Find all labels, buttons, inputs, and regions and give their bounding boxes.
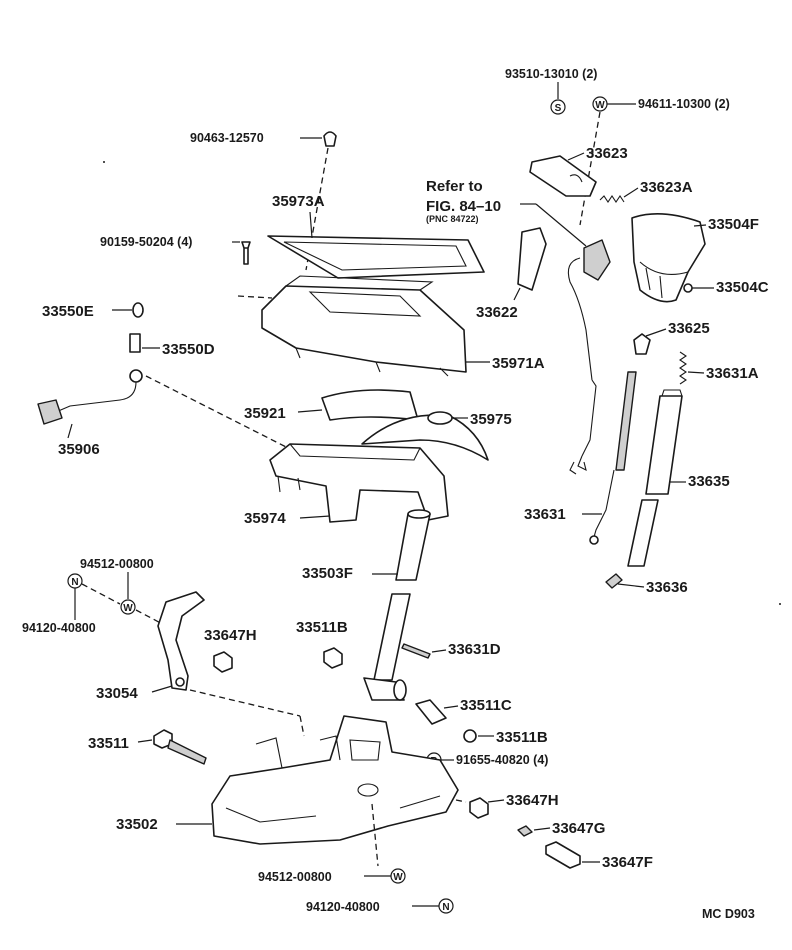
label-94120-40800-left: 94120-40800 [22,621,96,635]
pin-33647F-part [545,841,581,869]
pin-33631D-part [401,643,431,659]
bulb-33550E-part [132,302,144,318]
screw-90159-part [241,241,251,265]
label-90159-50204: 90159-50204 (4) [100,235,192,249]
washer-33647G-part [517,825,533,837]
svg-text:N: N [71,577,78,588]
label-33550E: 33550E [42,303,94,320]
label-94611-10300: 94611-10300 (2) [638,97,730,111]
pin-33636-part [605,573,623,589]
label-33631: 33631 [524,506,566,523]
label-33647F: 33647F [602,854,653,871]
lower-sleeve-part [627,499,659,567]
base-33502-part [211,715,459,845]
svg-text:W: W [595,100,605,111]
label-33504C: 33504C [716,279,769,296]
socket-33550D-part [129,333,141,353]
label-93510-13010: 93510-13010 (2) [505,67,597,81]
bracket-33054-part [157,591,205,691]
label-33504F: 33504F [708,216,759,233]
label-33625: 33625 [668,320,710,337]
label-33623: 33623 [586,145,628,162]
w-symbol-icon-left: W [120,599,136,615]
label-35971A: 35971A [492,355,545,372]
label-33631D: 33631D [448,641,501,658]
label-35975: 35975 [470,411,512,428]
label-35906: 35906 [58,441,100,458]
n-symbol-icon-left: N [67,573,83,589]
shift-knob-part [631,213,706,303]
label-33511B-top: 33511B [296,619,348,636]
sleeve-33635-part [645,395,683,495]
diagram-code: MC D903 [702,907,755,921]
svg-text:N: N [442,902,449,913]
label-33502: 33502 [116,816,158,833]
svg-text:S: S [555,103,562,114]
bushing-33511B-top-part [323,647,343,669]
label-33647H-top: 33647H [204,627,257,644]
bushing-33647H-top-part [213,651,233,673]
bushing-33511B-bottom-part [463,729,477,743]
reference-line1: Refer to [426,178,483,195]
label-33511: 33511 [88,735,129,752]
label-33622: 33622 [476,304,518,321]
lever-33503F-part [395,513,431,581]
push-rod-part [615,371,637,471]
label-33636: 33636 [646,579,688,596]
label-33054: 33054 [96,685,138,702]
label-94512-00800-bottom: 94512-00800 [258,870,332,884]
label-33635: 33635 [688,473,730,490]
svg-text:W: W [123,603,133,614]
n-symbol-icon-bottom: N [438,898,454,914]
harness-35906-part [129,369,143,383]
reference-line3: (PNC 84722) [426,214,479,224]
label-33511C: 33511C [460,697,512,714]
bushing-33647H-bottom-part [469,797,489,819]
indicator-35921-part [321,389,419,421]
label-33623A: 33623A [640,179,693,196]
label-33550D: 33550D [162,341,215,358]
label-33631A: 33631A [706,365,759,382]
label-35973A: 35973A [272,193,325,210]
collar-33511C-part [415,699,447,725]
label-33647H-bottom: 33647H [506,792,559,809]
bracket-33622-part [517,227,547,291]
slide-plate-35975-part [361,414,489,461]
label-35921: 35921 [244,405,286,422]
reference-line2: FIG. 84–10 [426,198,501,215]
label-35974: 35974 [244,510,286,527]
shift-lever-part [373,593,411,681]
label-33647G: 33647G [552,820,605,837]
w-symbol-icon-bottom: W [390,868,406,884]
label-33511B-bottom: 33511B [496,729,548,746]
s-symbol-icon: S [550,99,566,115]
console-35971A-part [261,285,467,373]
cover-plate-part [529,155,597,197]
svg-text:W: W [393,872,403,883]
switch-part [583,239,611,281]
label-94512-00800-left: 94512-00800 [80,557,154,571]
label-90463-12570: 90463-12570 [190,131,264,145]
label-94120-40800-bottom: 94120-40800 [306,900,380,914]
label-33503F: 33503F [302,565,353,582]
cap-33625-part [633,333,651,355]
label-91655-40820: 91655-40820 (4) [456,753,548,767]
clip-90463-part [323,131,337,147]
w-symbol-icon: W [592,96,608,112]
